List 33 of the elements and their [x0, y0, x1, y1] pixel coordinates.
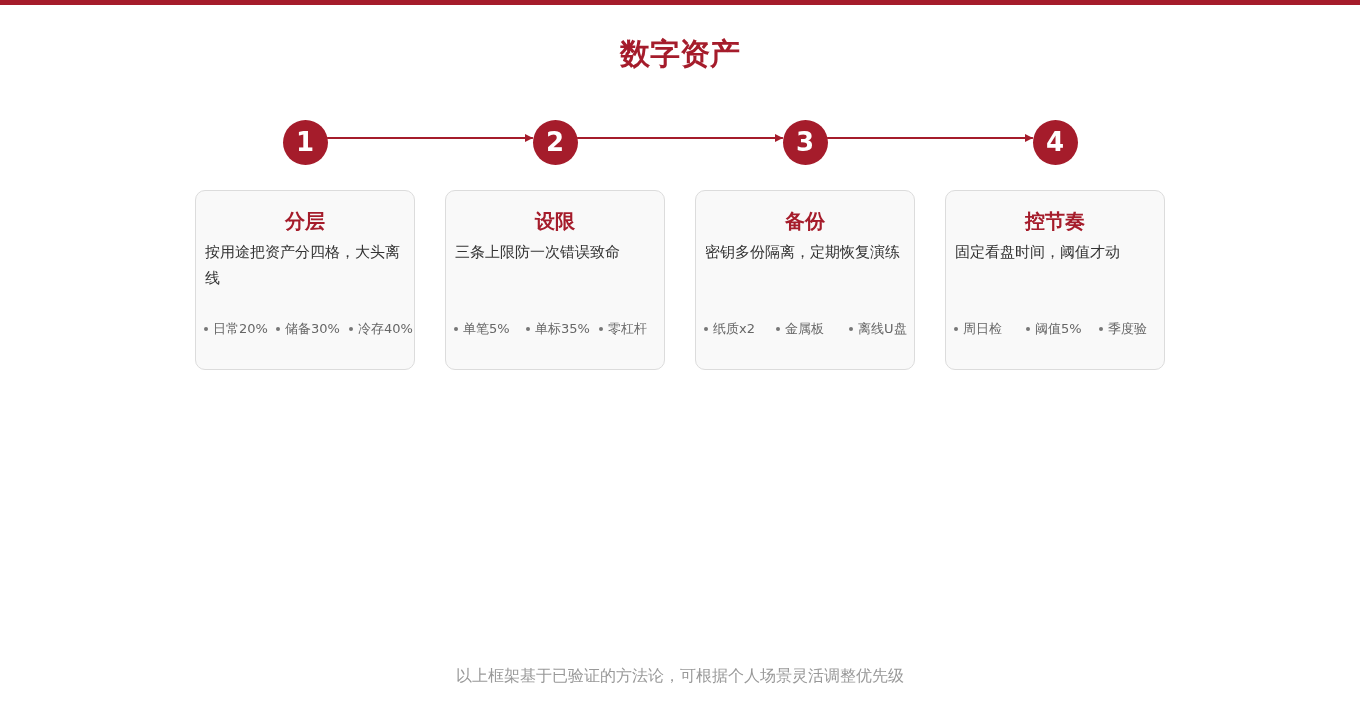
- bullet-text: 冷存40%: [358, 320, 413, 338]
- bullet-text: 阈值5%: [1035, 320, 1082, 338]
- step-card: [695, 190, 915, 370]
- card-heading: 设限: [533, 209, 576, 233]
- card-text: 密钥多份隔离，定期恢复演练: [705, 242, 901, 263]
- step-circle: 1: [282, 119, 328, 165]
- step-card: [195, 190, 415, 370]
- card-text: 按用途把资产分四格，大头离线: [205, 242, 401, 289]
- footnote: 以上框架基于已验证的方法论，可根据个人场景灵活调整优先级: [455, 665, 905, 687]
- title: 数字资产: [618, 35, 741, 73]
- card-text: 三条上限防一次错误致命: [455, 242, 621, 263]
- bullet-text: 单标35%: [535, 320, 590, 338]
- bullet-text: 纸质x2: [713, 320, 755, 338]
- step-circle: 2: [532, 119, 578, 165]
- arrow: [576, 134, 784, 142]
- bullet-text: 储备30%: [285, 320, 340, 338]
- bullet-text: 日常20%: [213, 320, 268, 338]
- step-card: [445, 190, 665, 370]
- bullet-text: 季度验: [1108, 320, 1147, 338]
- arrow: [826, 134, 1034, 142]
- bullet-text: 零杠杆: [608, 320, 647, 338]
- bullet-text: 金属板: [785, 320, 824, 338]
- step-circle: 3: [782, 119, 828, 165]
- bullet-text: 单笔5%: [463, 320, 510, 338]
- bullet-text: 离线U盘: [858, 320, 907, 338]
- step-circle: 4: [1032, 119, 1078, 165]
- card-heading: 备份: [784, 209, 826, 233]
- card-heading: 分层: [284, 209, 326, 233]
- bullet-text: 周日检: [963, 320, 1002, 338]
- step-card: [945, 190, 1165, 370]
- card-text: 固定看盘时间，阈值才动: [955, 242, 1121, 263]
- arrow: [326, 134, 534, 142]
- card-heading: 控节奏: [1023, 209, 1086, 233]
